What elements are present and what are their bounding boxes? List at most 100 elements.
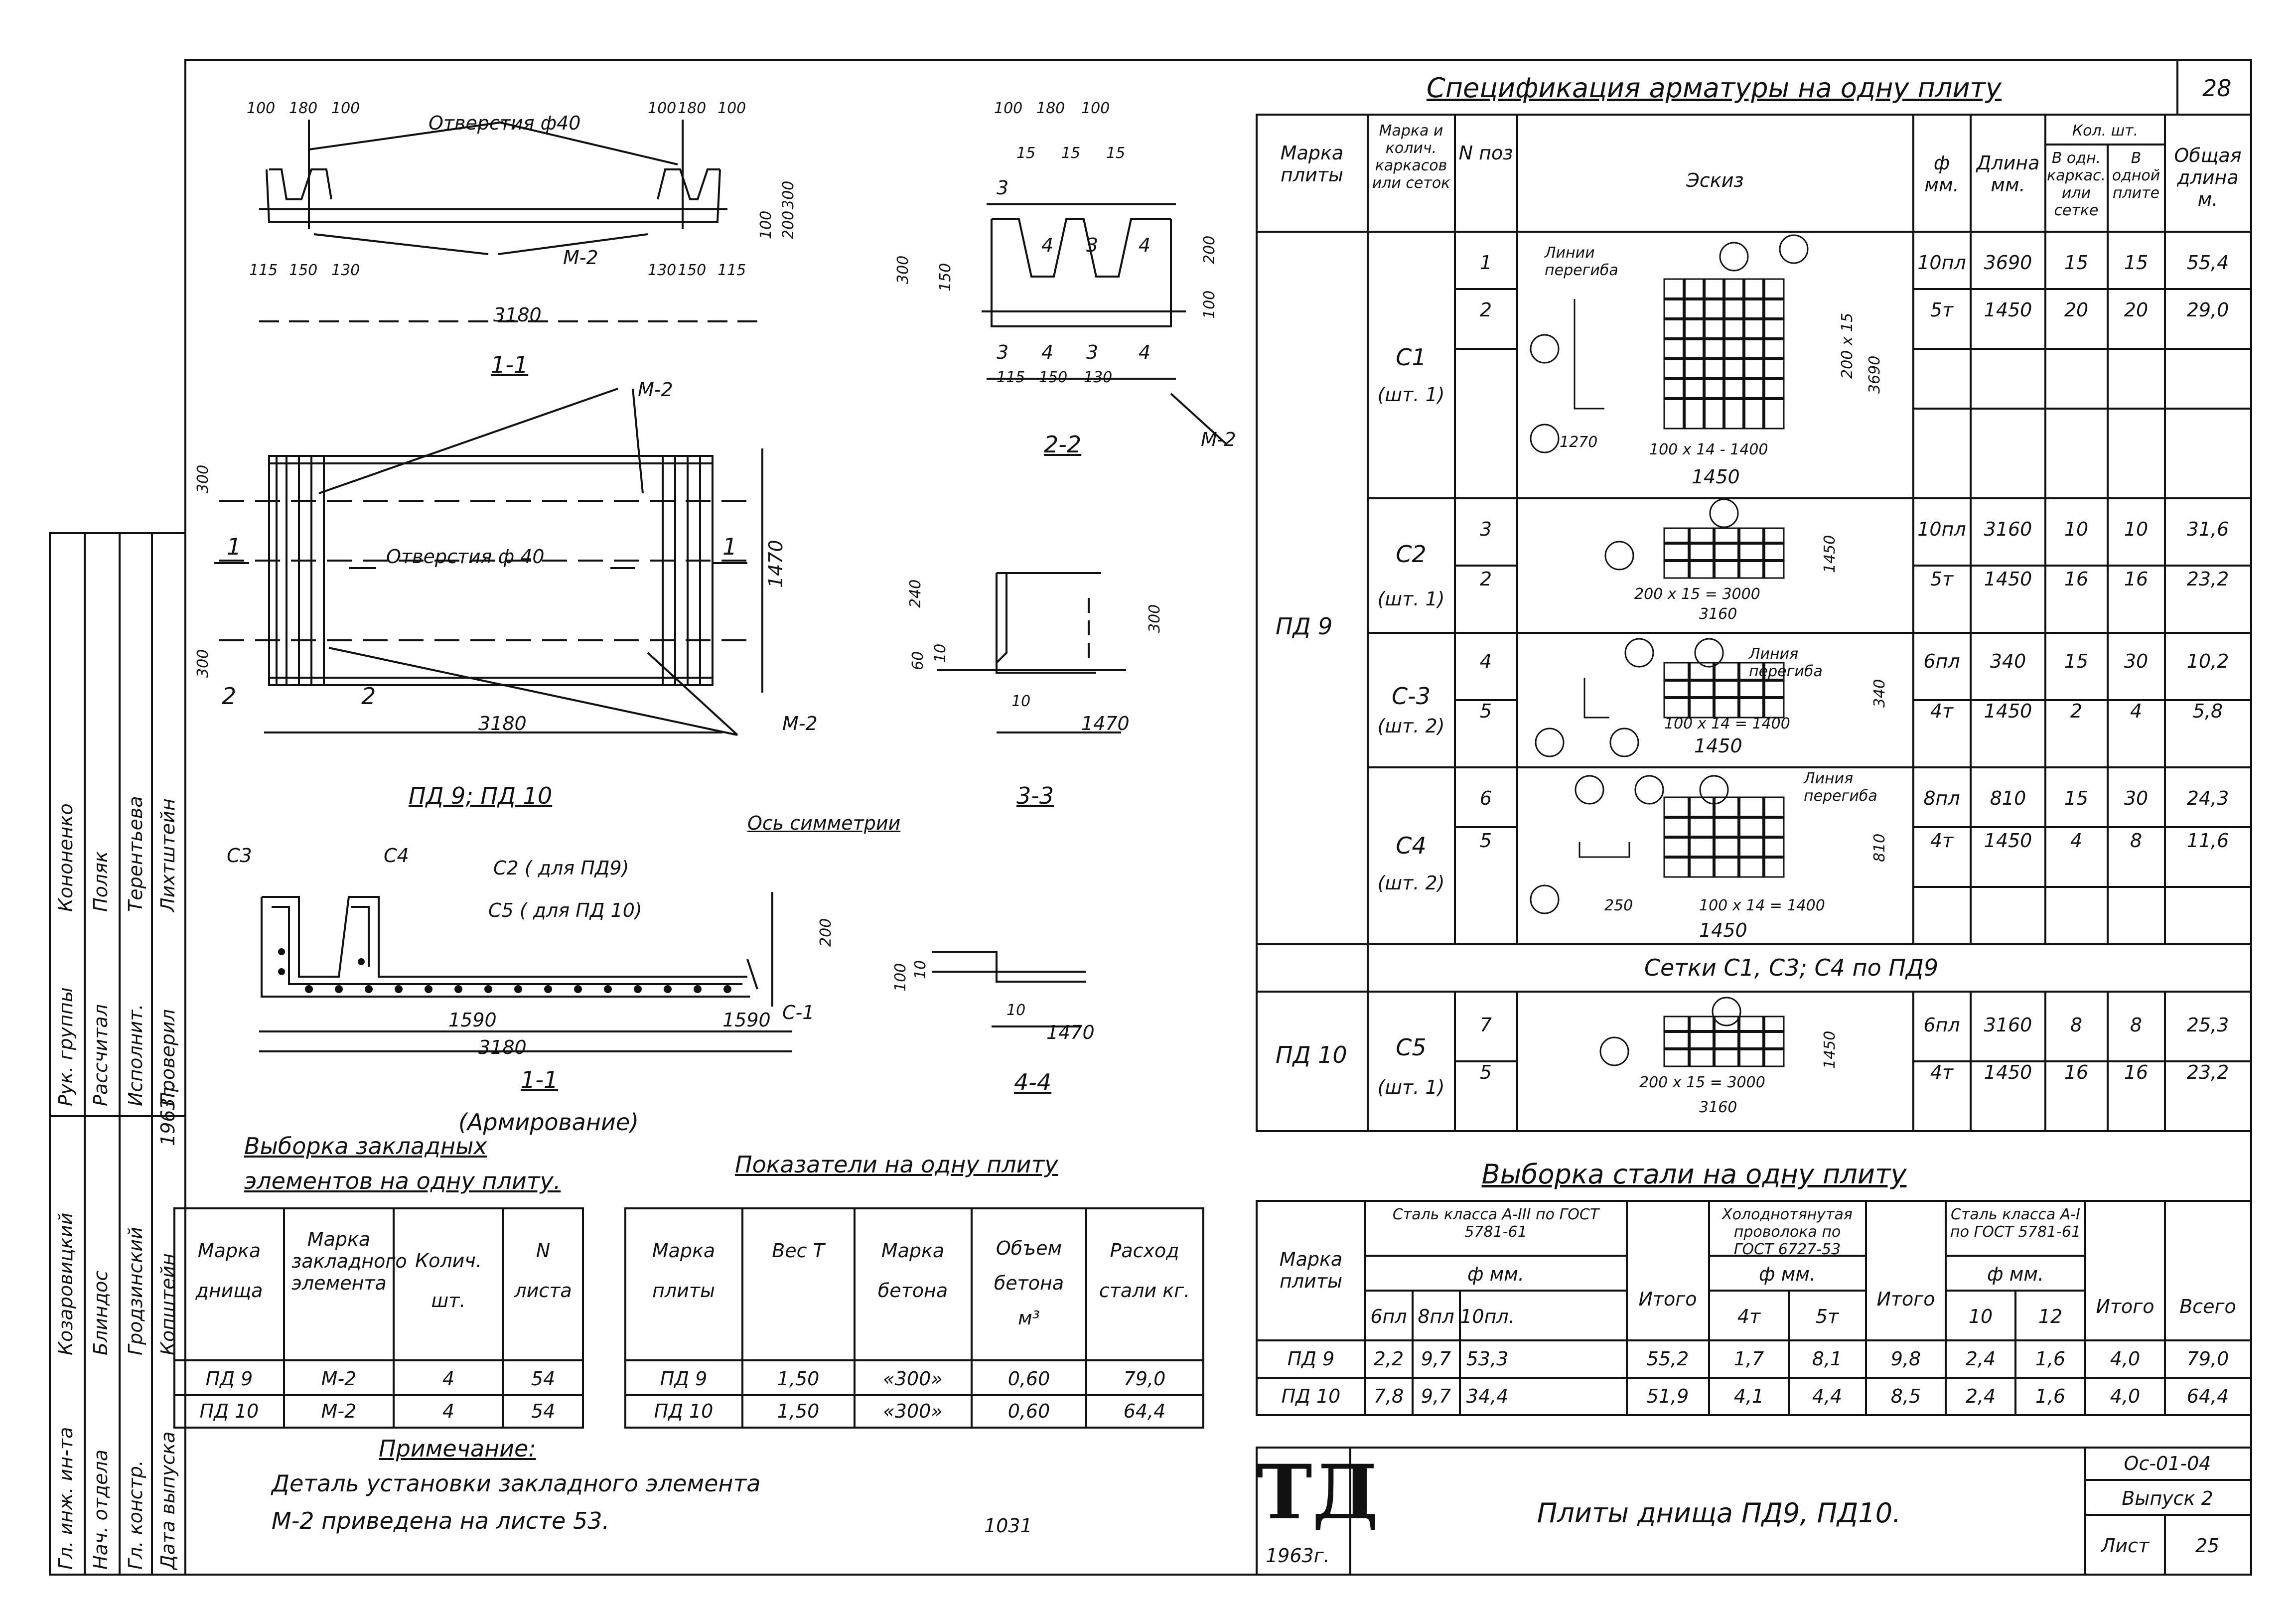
spec-total: 23,2 (2186, 1061, 2229, 1083)
steel-dia: 6пл (1370, 1306, 1407, 1327)
stamp-release: Выпуск 2 (2122, 1487, 2213, 1509)
spec-pos: 3 (1479, 518, 1492, 540)
dim: 300 (194, 649, 212, 678)
steel-cell: 53,3 (1466, 1348, 1509, 1370)
dim: 180 (1036, 100, 1065, 117)
spec-length: 1450 (1984, 700, 2032, 722)
spec-qty-mesh: 8 (2070, 1014, 2083, 1036)
embedded-title: Выборка закладных элементов на одну плит… (244, 1133, 561, 1194)
dim: 15 (1016, 145, 1036, 162)
spec-table-grid (1256, 114, 2252, 1132)
spec-mesh: С4 (1396, 832, 1427, 859)
side-role2-3: Гл. констр. (125, 1460, 146, 1570)
ind-cell: ПД 10 (654, 1400, 714, 1422)
mesh-label-c3: С3 (227, 845, 252, 867)
spec-dia: 5т (1930, 568, 1954, 590)
spec-qty-plate: 8 (2130, 1014, 2143, 1036)
holes-label-top: Отверстия ф40 (429, 112, 581, 134)
spec-qty-mesh: 2 (2070, 700, 2083, 722)
sketch-dim: 340 (1871, 679, 1888, 708)
m2-label-plan-top: М-2 (638, 379, 673, 401)
sketch-dim: 200 x 15 = 3000 (1639, 1074, 1765, 1091)
footer-page: 1031 (984, 1515, 1032, 1537)
steel-cell: 2,2 (1373, 1348, 1404, 1370)
ind-cell: 1,50 (777, 1368, 820, 1390)
spec-h-sketch: Эскиз (1686, 169, 1744, 191)
dim: 10 (1011, 693, 1031, 710)
sketch-dim: 100 x 14 = 1400 (1699, 897, 1825, 914)
steel-cell: 4,1 (1733, 1385, 1764, 1407)
spec-qty-mesh: 10 (2064, 518, 2089, 540)
spec-pos: 7 (1479, 1014, 1492, 1036)
side-role-1: Рук. группы (55, 987, 77, 1106)
dim: 10 (1006, 1002, 1026, 1019)
dim: 130 (1084, 369, 1113, 386)
spec-pos: 2 (1479, 299, 1492, 321)
spec-mesh-qty: (шт. 1) (1377, 384, 1445, 406)
mesh-label-c4: С4 (384, 845, 409, 867)
spec-qty-plate: 15 (2124, 252, 2149, 274)
spec-dia: 4т (1930, 1061, 1954, 1083)
steel-dia: 8пл (1418, 1306, 1454, 1327)
sketch-dim: 1450 (1692, 466, 1740, 488)
emb-h-1: Марка днища (195, 1240, 263, 1302)
caption-1-1-top: 1-1 (491, 351, 529, 378)
emb-cell: М-2 (321, 1368, 357, 1390)
section-mark-2: 2 (222, 683, 237, 710)
spec-mesh-qty: (шт. 1) (1377, 588, 1445, 610)
spec-h-total: Общая длина м. (2174, 145, 2242, 210)
steel-dia-wire: ф мм. (1759, 1263, 1816, 1285)
spec-h-qty-mesh: В одн. каркас. или сетке (2046, 149, 2106, 219)
holes-label-plan: Отверстия ф 40 (386, 546, 545, 568)
caption-4-4: 4-4 (1014, 1069, 1052, 1096)
side-role-2: Рассчитал (90, 1004, 112, 1106)
spec-total: 23,2 (2186, 568, 2229, 590)
steel-cell: ПД 10 (1281, 1385, 1341, 1407)
stamp-year: 1963г. (1266, 1545, 1330, 1567)
side-role-3: Исполнит. (125, 1004, 146, 1106)
spec-dia: 4т (1930, 830, 1954, 852)
m2-label-top: М-2 (563, 247, 598, 269)
emb-cell: М-2 (321, 1400, 357, 1422)
dim: 10 (912, 960, 929, 979)
spec-mesh: С-3 (1392, 683, 1431, 710)
ind-cell: 79,0 (1123, 1368, 1166, 1390)
dim: 100 (718, 100, 746, 117)
ind-h-5: Расход стали кг. (1099, 1240, 1190, 1302)
emb-h-4: N листа (514, 1240, 572, 1302)
sketch-dim: 3690 (1866, 355, 1883, 394)
side-name2-2: Блиндос (90, 1270, 112, 1355)
steel-cell: 79,0 (2186, 1348, 2229, 1370)
spec-length: 1450 (1984, 568, 2032, 590)
section-1-1-top (259, 120, 762, 322)
spec-total: 11,6 (2186, 830, 2229, 852)
spec-pos: 1 (1479, 252, 1492, 274)
sketch-bend-line-4: Линия перегиба (1804, 770, 1877, 805)
steel-dia-a3: ф мм. (1467, 1263, 1524, 1285)
indicators-table-grid (624, 1207, 1204, 1429)
dim: 115 (249, 262, 278, 279)
dim: 15 (1061, 145, 1081, 162)
sketch-bend-line-3: Линия перегиба (1749, 645, 1823, 680)
sketch-bend-lines: Линии перегиба (1545, 244, 1618, 279)
spec-pos: 5 (1479, 700, 1492, 722)
steel-cell: 9,7 (1421, 1385, 1451, 1407)
side-name-2: Поляк (90, 851, 112, 912)
steel-group-a1: Сталь класса А-I по ГОСТ 5781-61 (1950, 1206, 2081, 1241)
emb-cell: 54 (531, 1400, 556, 1422)
spec-mesh: С2 (1396, 541, 1427, 568)
steel-cell: 8,1 (1812, 1348, 1843, 1370)
spec-h-length: Длина мм. (1976, 152, 2040, 196)
spec-meshes-note: Сетки С1, С3; С4 по ПД9 (1644, 954, 1939, 981)
spec-qty-plate: 10 (2124, 518, 2149, 540)
steel-cell: ПД 9 (1287, 1348, 1335, 1370)
spec-length: 1450 (1984, 830, 2032, 852)
steel-cell: 7,8 (1373, 1385, 1404, 1407)
spec-qty-mesh: 20 (2064, 299, 2089, 321)
bar-mark: 3 (1086, 234, 1099, 256)
steel-dia: 12 (2038, 1306, 2063, 1327)
bar-mark: 4 (1041, 234, 1054, 256)
spec-total: 10,2 (2186, 650, 2229, 672)
dim: 100 (1201, 290, 1218, 319)
steel-h-total: Итого (2096, 1296, 2154, 1317)
